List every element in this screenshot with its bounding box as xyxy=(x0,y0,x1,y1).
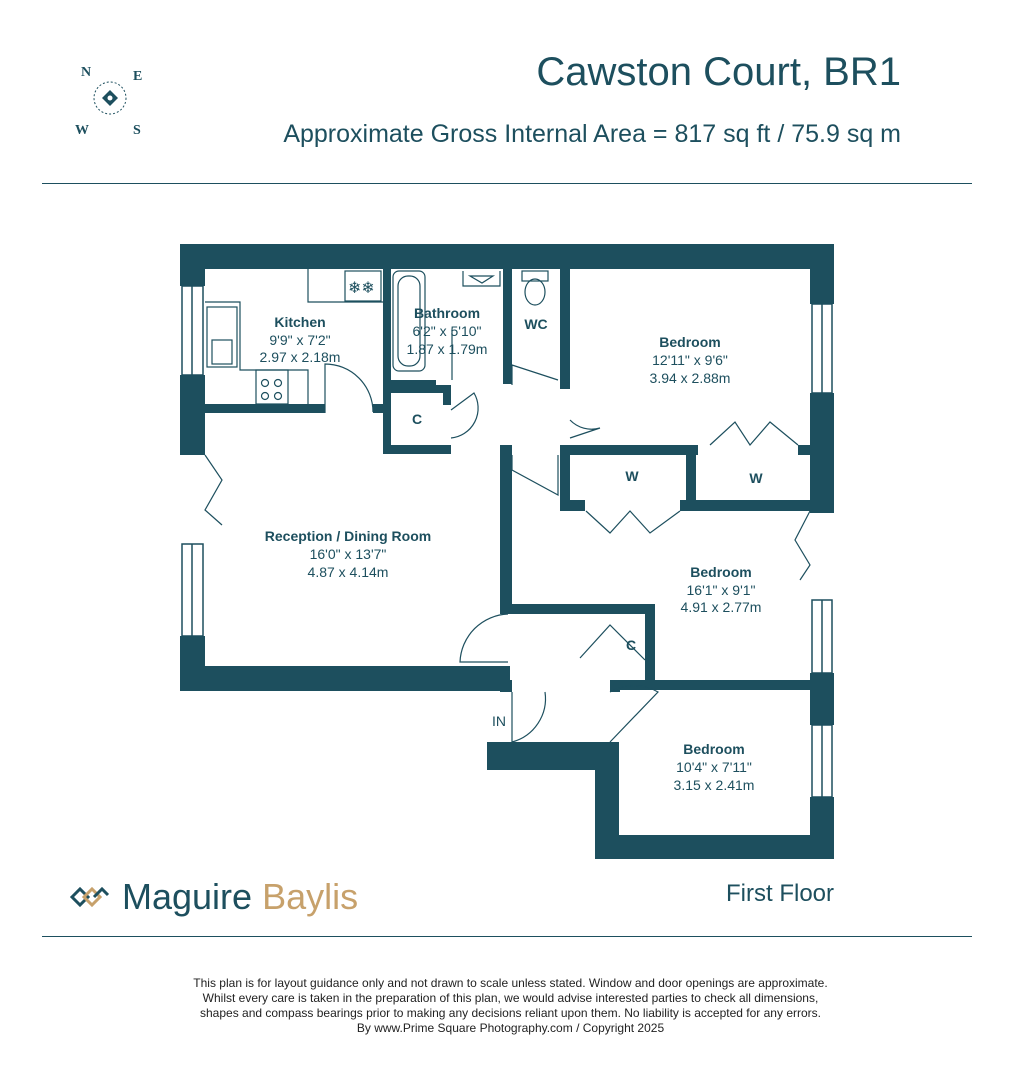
disclaimer-line: This plan is for layout guidance only an… xyxy=(193,976,828,990)
wardrobe2-label: W xyxy=(749,470,763,486)
brand-logo: Maguire Baylis xyxy=(70,874,358,920)
compass-w-label: W xyxy=(75,123,89,138)
page-subtitle: Approximate Gross Internal Area = 817 sq… xyxy=(283,120,901,148)
reception-imperial: 16'0" x 13'7" xyxy=(310,546,387,562)
brand-name-primary: Maguire xyxy=(122,876,253,917)
bedroom3-name: Bedroom xyxy=(683,741,744,757)
page-title: Cawston Court, BR1 xyxy=(536,50,901,94)
kitchen-metric: 2.97 x 2.18m xyxy=(260,349,341,365)
bathroom-imperial: 6'2" x 5'10" xyxy=(413,323,482,339)
bedroom1-metric: 3.94 x 2.88m xyxy=(650,370,731,386)
windows xyxy=(181,285,833,798)
bedroom1-name: Bedroom xyxy=(659,334,720,350)
compass-icon: N E W S xyxy=(75,65,142,138)
hob-snowflake-icons: ❄❄ xyxy=(348,278,375,297)
floor-label: First Floor xyxy=(726,880,834,907)
kitchen-imperial: 9'9" x 7'2" xyxy=(269,332,330,348)
reception-name: Reception / Dining Room xyxy=(265,528,431,544)
svg-text:❄❄: ❄❄ xyxy=(348,278,375,297)
entrance-label: IN xyxy=(492,713,506,729)
kitchen-name: Kitchen xyxy=(274,314,325,330)
compass-e-label: E xyxy=(133,69,142,84)
bedroom1-imperial: 12'11" x 9'6" xyxy=(652,352,728,368)
header-divider xyxy=(42,183,972,184)
reception-metric: 4.87 x 4.14m xyxy=(308,564,389,580)
bedroom2-name: Bedroom xyxy=(690,564,751,580)
fittings xyxy=(205,269,549,405)
compass-n-label: N xyxy=(81,65,91,80)
footer-divider xyxy=(42,936,972,937)
bedroom3-imperial: 10'4" x 7'11" xyxy=(676,759,752,775)
bedroom2-imperial: 16'1" x 9'1" xyxy=(687,582,756,598)
bedroom3-metric: 3.15 x 2.41m xyxy=(674,777,755,793)
brand-mark-icon xyxy=(70,886,110,908)
disclaimer-line: By www.Prime Square Photography.com / Co… xyxy=(356,1021,665,1035)
disclaimer-line: Whilst every care is taken in the prepar… xyxy=(202,991,819,1005)
disclaimer-line: shapes and compass bearings prior to mak… xyxy=(200,1006,821,1020)
disclaimer: This plan is for layout guidance only an… xyxy=(0,976,1021,1036)
cupboard2-label: C xyxy=(626,637,636,653)
compass-s-label: S xyxy=(133,123,141,138)
walls xyxy=(180,244,834,859)
cupboard1-label: C xyxy=(412,411,422,427)
doors xyxy=(204,363,811,743)
bathroom-name: Bathroom xyxy=(414,305,480,321)
wardrobe1-label: W xyxy=(625,468,639,484)
bathroom-metric: 1.87 x 1.79m xyxy=(407,341,488,357)
wc-name: WC xyxy=(524,316,547,332)
bedroom2-metric: 4.91 x 2.77m xyxy=(681,599,762,615)
brand-name-accent: Baylis xyxy=(262,876,359,917)
